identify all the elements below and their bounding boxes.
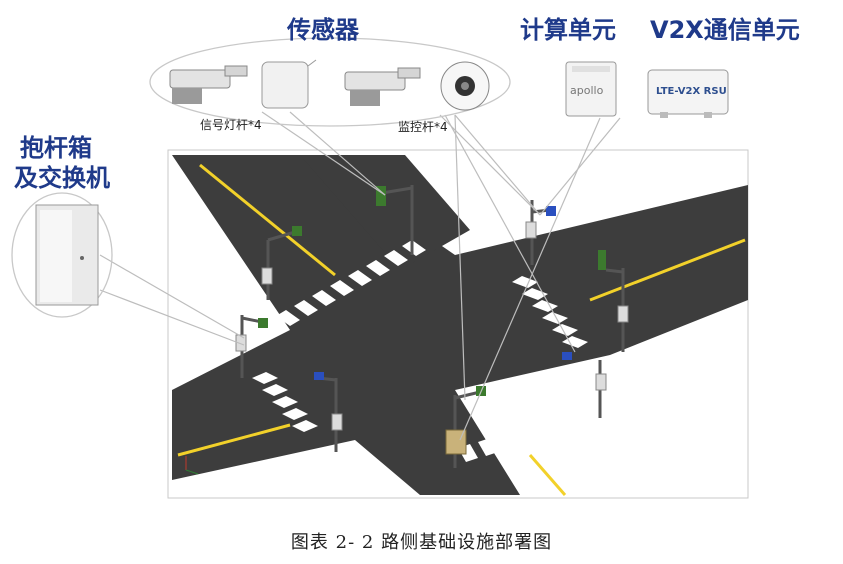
cabinet-box [331,413,343,431]
center-line-sw [177,423,291,457]
pole-cabinet-icon [35,204,99,306]
figure-caption: 图表 2- 2 路侧基础设施部署图 [290,532,553,553]
signal-head [376,186,386,206]
cabinet-box [595,373,607,391]
signal-head [258,318,268,328]
signal-head [598,250,606,270]
sensor-title: 传感器 [287,16,359,44]
camera-device [314,372,324,380]
signal-head [292,226,302,236]
apollo-logo-text: apollo [570,84,604,97]
crosswalk-north [276,240,426,326]
camera-device [562,352,572,360]
radar-icon [261,59,317,109]
center-lines [177,163,746,496]
compute-title: 计算单元 [520,16,616,44]
callout-lines [99,111,621,441]
v2x-title: V2X通信单元 [650,16,800,44]
cabinet-box [261,267,273,285]
center-line-e [589,238,746,302]
cabinet-outline [11,192,113,318]
compute-cabinet [445,429,467,455]
compute-unit-icon [565,61,617,117]
crosswalk-west [252,372,318,432]
cabinet-title-line2: 及交换机 [14,164,110,192]
cabinet-title-line1: 抱杆箱 [20,134,92,162]
cabinet-box [617,305,629,323]
sensor-group-outline [149,37,511,127]
center-line-s [528,454,567,496]
cabinet-box [235,334,247,352]
camera-device [546,206,556,216]
rsu-label: LTE-V2X RSU [656,86,727,97]
road-network [172,155,748,495]
camera-icon [169,65,248,104]
monitor-pole-label: 监控杆*4 [398,120,448,134]
camera-icon [344,67,421,106]
road-surface [172,155,748,495]
sensor-icons [169,59,490,111]
cabinet-box [525,221,537,239]
road-north [300,155,470,270]
axis-indicator [185,456,199,475]
center-line-nw [199,163,336,277]
rsu-icon [647,69,729,118]
signal-pole-label: 信号灯杆*4 [200,118,262,132]
fisheye-camera-icon [440,61,490,111]
